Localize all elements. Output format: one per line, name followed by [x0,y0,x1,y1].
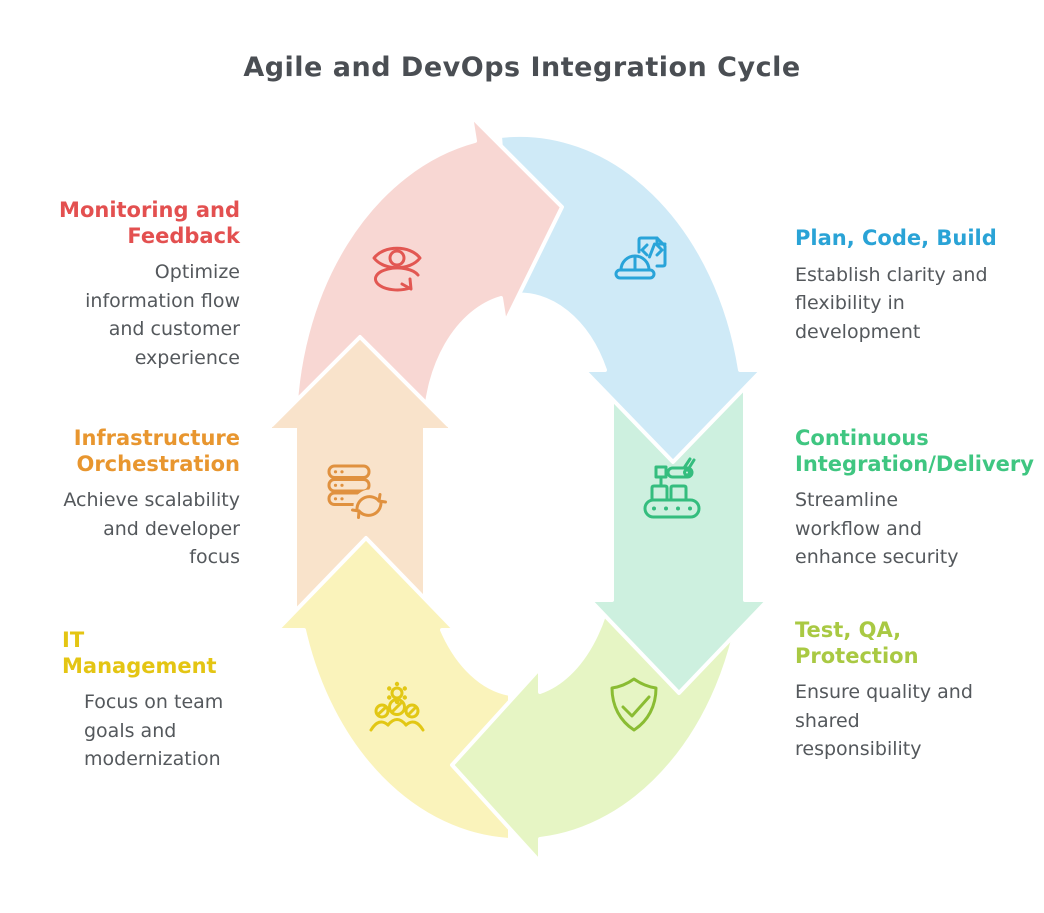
code-helmet-icon [614,236,667,280]
stage-heading: Plan, Code, Build [795,226,997,250]
stage-description: Focus on team goals and modernization [84,691,224,771]
stage-plan-code-build: Plan, Code, Build Establish clarity and … [795,226,1015,346]
stage-description: Ensure quality and shared responsibility [795,681,973,761]
assembly-line-icon [643,457,701,519]
stage-heading: IT Management [62,628,217,678]
segment-infrastructure-arrowhead-outline [270,335,450,427]
stage-continuous-integration-delivery: Continuous Integration/Delivery Streamli… [795,426,1034,572]
stage-description: Establish clarity and flexibility in dev… [795,263,988,343]
server-sync-icon [327,464,387,522]
stage-heading: Test, QA, Protection [795,618,919,668]
eye-sync-icon [372,246,422,292]
diagram-title: Agile and DevOps Integration Cycle [243,52,801,83]
stage-test-qa-protection: Test, QA, Protection Ensure quality and … [795,618,983,764]
segment-plan-band [498,132,764,464]
stage-heading: Monitoring and Feedback [59,198,240,248]
stage-infrastructure-orchestration: Infrastructure Orchestration Achieve sca… [48,426,240,572]
segment-infrastructure-arrowhead [272,337,448,428]
stage-heading: Infrastructure Orchestration [73,426,240,476]
stage-heading: Continuous Integration/Delivery [795,426,1034,476]
segment-cicd-band [588,369,770,695]
stage-it-management: IT Management Focus on team goals and mo… [62,628,242,774]
stage-description: Optimize information flow and customer e… [85,261,240,369]
team-gear-icon [369,681,425,732]
stage-description: Achieve scalability and developer focus [63,489,240,569]
stage-description: Streamline workflow and enhance security [795,489,959,569]
stage-monitoring-and-feedback: Monitoring and Feedback Optimize informa… [48,198,240,372]
shield-check-icon [610,677,658,732]
